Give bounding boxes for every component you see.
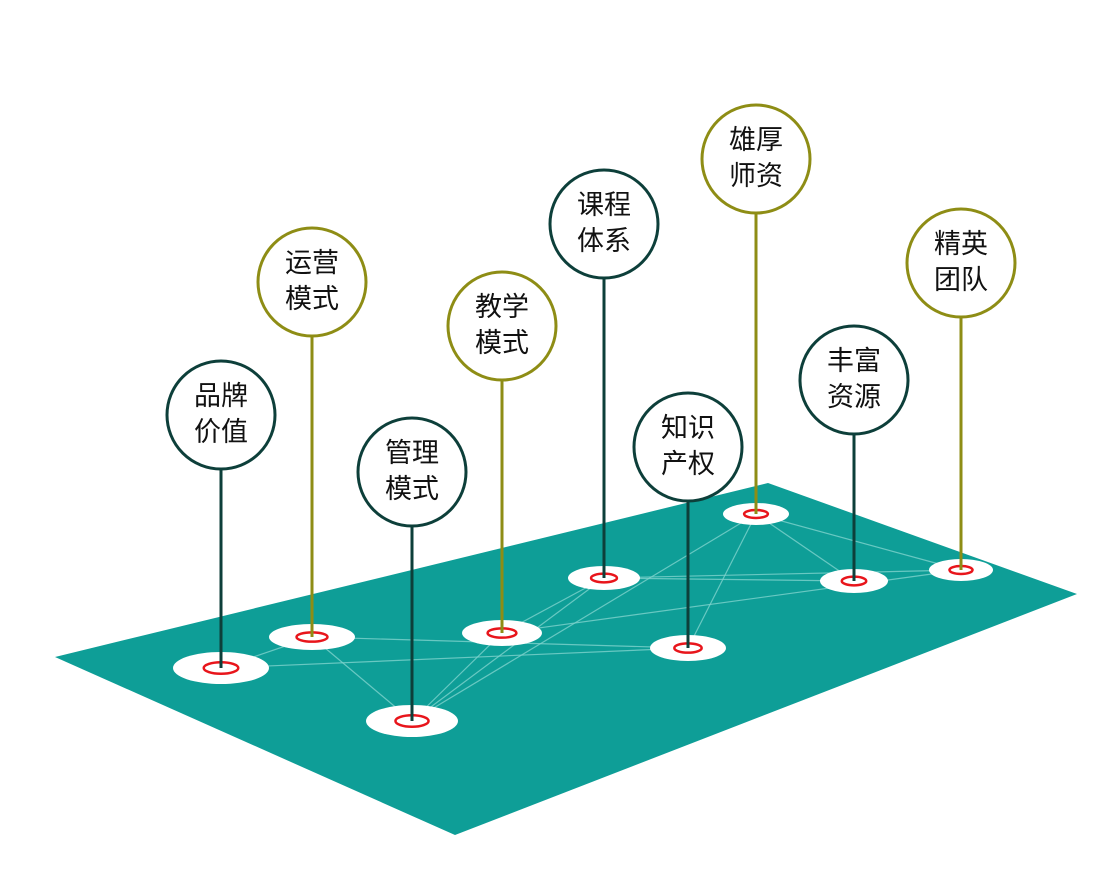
pin-label-text: 教学模式 [475,290,529,362]
pin-management-model [356,416,468,737]
pin-label-operation-model: 运营模式 [262,232,362,332]
pin-label-line-1: 雄厚 [729,125,783,156]
connection-line-6 [411,513,757,722]
connection-line-13 [603,569,962,579]
pin-label-management-model: 管理模式 [362,422,462,522]
pin-head [356,416,468,528]
pin-rich-resources [798,324,910,593]
connection-line-5 [411,577,605,722]
connection-line-12 [755,513,962,571]
pin-label-line-2: 师资 [729,161,783,192]
pin-head [798,324,910,436]
connection-line-11 [755,513,855,582]
pin-head [548,168,660,280]
pin-elite-team [905,207,1017,581]
pin-label-text: 精英团队 [934,227,988,299]
pin-label-line-1: 教学 [475,292,529,323]
pin-label-line-1: 丰富 [827,346,881,377]
pin-label-text: 管理模式 [385,436,439,508]
pin-label-rich-resources: 丰富资源 [804,330,904,430]
pin-teaching-model [446,270,558,646]
pin-label-text: 品牌价值 [194,379,248,451]
pin-label-course-system: 课程体系 [554,174,654,274]
pin-strong-faculty [700,103,812,525]
connection-line-1 [220,647,689,669]
pin-brand-value [165,359,277,684]
pin-intellectual-property [632,391,744,661]
pin-head [446,270,558,382]
pin-head [165,359,277,471]
pin-label-line-1: 精英 [934,229,988,260]
pin-label-intellectual-property: 知识产权 [638,397,738,497]
pin-label-text: 雄厚师资 [729,123,783,195]
platform-plane [55,483,1077,835]
pin-course-system [548,168,660,590]
pin-head [700,103,812,215]
pin-label-elite-team: 精英团队 [911,213,1011,313]
pin-group [165,103,1017,737]
pin-label-brand-value: 品牌价值 [171,365,271,465]
connection-line-10 [687,513,757,649]
pin-label-text: 课程体系 [577,188,631,260]
pin-head [256,226,368,338]
pin-head [905,207,1017,319]
pin-label-line-2: 产权 [661,449,715,480]
connection-line-9 [603,577,855,582]
pin-label-line-1: 品牌 [194,381,248,412]
pin-label-teaching-model: 教学模式 [452,276,552,376]
pin-label-line-1: 课程 [577,190,631,221]
pin-label-line-1: 知识 [661,413,715,444]
pin-label-line-2: 资源 [827,382,881,413]
pin-label-text: 丰富资源 [827,344,881,416]
pin-label-line-1: 管理 [385,438,439,469]
pin-label-line-2: 模式 [285,284,339,315]
pin-label-line-2: 价值 [194,417,248,448]
pin-operation-model [256,226,368,650]
pin-label-text: 知识产权 [661,411,715,483]
pin-label-text: 运营模式 [285,246,339,318]
pin-label-line-2: 模式 [385,474,439,505]
pin-label-line-2: 模式 [475,328,529,359]
pin-label-line-1: 运营 [285,248,339,279]
pin-label-strong-faculty: 雄厚师资 [706,109,806,209]
pin-label-line-2: 团队 [934,265,988,296]
pin-head [632,391,744,503]
pin-label-line-2: 体系 [577,226,631,257]
